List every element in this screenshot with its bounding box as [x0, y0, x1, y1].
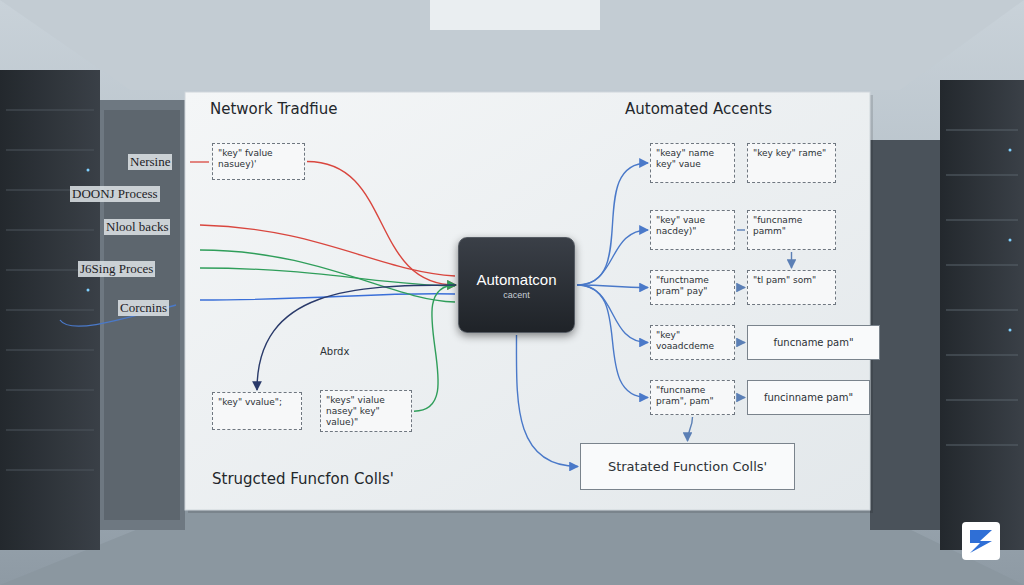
text-label: Nlool backs	[104, 219, 170, 235]
text-label: Nersine	[128, 154, 172, 170]
heading-label: Network Tradfiue	[210, 100, 337, 118]
node-text: "key" fvalue nasuey)'	[218, 148, 299, 170]
json-box: "keys" vialue nasey" key" value)"	[320, 390, 412, 432]
node-text: "key" voaadcdeme	[656, 330, 729, 352]
json-box: "key key" rame"	[747, 143, 836, 183]
node-text: "key" vvalue";	[218, 397, 296, 408]
text-label: Abrdx	[318, 346, 351, 357]
node-text: funcinname pam"	[764, 392, 853, 404]
text-label: J6Sing Proces	[78, 261, 155, 277]
connector	[737, 287, 745, 288]
json-box: "key" voaadcdeme	[650, 325, 735, 360]
json-box: funcinname pam"	[747, 380, 870, 415]
node-text: cacent	[503, 290, 530, 300]
node-text: "funcname pamm"	[753, 215, 830, 237]
connector	[688, 417, 693, 441]
json-box: "funcname pamm"	[747, 210, 836, 250]
node-text: "functname pram" pay"	[656, 275, 729, 297]
connector	[577, 285, 648, 343]
json-box: "tl pam" som"	[747, 270, 836, 305]
json-box: Stratated Function Colls'	[580, 443, 795, 490]
connector	[737, 229, 745, 230]
heading-label: Automated Accents	[625, 100, 772, 118]
connector	[307, 162, 456, 286]
node-text: "funcname pram", pam"	[656, 385, 729, 407]
json-box: "funcname pram", pam"	[650, 380, 735, 415]
heading-label: Strugcted Funcfon Colls'	[212, 470, 394, 488]
node-text: funcname pam"	[773, 337, 853, 349]
node-text: "key" vaue nacdey)"	[656, 215, 729, 237]
json-box: "keay" name key" vaue	[650, 143, 735, 183]
json-box: "key" fvalue nasuey)'	[212, 143, 305, 180]
json-box: "key" vvalue";	[212, 392, 302, 430]
text-label: DOONJ Process	[70, 186, 160, 202]
connector	[577, 285, 648, 398]
json-box: "functname pram" pay"	[650, 270, 735, 305]
node-text: Stratated Function Colls'	[608, 459, 767, 475]
json-box: "key" vaue nacdey)"	[650, 210, 735, 250]
connector	[577, 163, 648, 285]
connector	[516, 335, 578, 467]
connector	[257, 285, 456, 390]
node-text: "keys" vialue nasey" key" value)"	[326, 395, 406, 427]
connector	[737, 397, 745, 398]
node-text: Automatcon	[476, 271, 556, 288]
node-text: "keay" name key" vaue	[656, 148, 729, 170]
connector	[737, 342, 745, 343]
connector	[791, 252, 792, 268]
text-label: Corcnins	[118, 300, 169, 316]
agent-core-box: Automatcon cacent	[458, 237, 575, 333]
json-box: funcname pam"	[747, 325, 880, 360]
node-text: "key key" rame"	[753, 148, 830, 159]
connector	[577, 230, 648, 285]
connector	[414, 285, 456, 411]
node-text: "tl pam" som"	[753, 275, 830, 286]
